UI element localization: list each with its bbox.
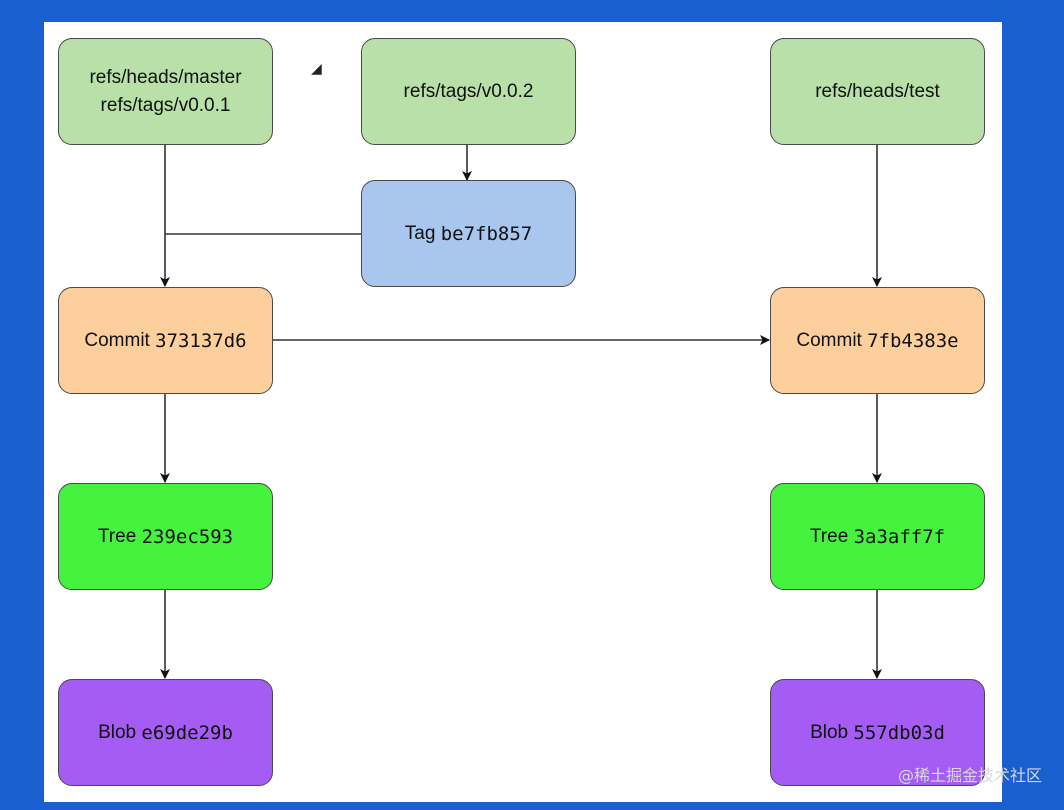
blob-right-hash: 557db03d <box>853 721 945 744</box>
blob-left-hash: e69de29b <box>141 721 233 744</box>
ref-master-node: refs/heads/master refs/tags/v0.0.1 <box>58 38 273 145</box>
commit-right-node: Commit 7fb4383e <box>770 287 985 394</box>
tree-right-prefix: Tree <box>809 525 849 547</box>
ref-master-label: refs/heads/master <box>89 66 242 88</box>
blob-right-prefix: Blob <box>810 721 849 743</box>
commit-left-node: Commit 373137d6 <box>58 287 273 394</box>
tree-right-hash: 3a3aff7f <box>853 525 946 548</box>
tree-right-node: Tree 3a3aff7f <box>770 483 985 590</box>
commit-right-prefix: Commit <box>796 329 862 351</box>
ref-v002-node: refs/tags/v0.0.2 <box>361 38 576 145</box>
blob-right-node: Blob 557db03d <box>770 679 985 786</box>
ref-v002-label: refs/tags/v0.0.2 <box>403 80 534 102</box>
commit-left-prefix: Commit <box>84 329 150 351</box>
tag-node: Tag be7fb857 <box>361 180 576 287</box>
tag-prefix: Tag <box>404 222 436 244</box>
tree-left-prefix: Tree <box>97 525 137 547</box>
diagram-canvas <box>44 22 1002 802</box>
blob-left-node: Blob e69de29b <box>58 679 273 786</box>
tree-left-hash: 239ec593 <box>141 525 234 548</box>
watermark: @稀土掘金技术社区 <box>897 766 1042 785</box>
ref-test-node: refs/heads/test <box>770 38 985 145</box>
blob-left-prefix: Blob <box>98 721 137 743</box>
commit-right-hash: 7fb4383e <box>867 329 959 352</box>
mouse-pointer-icon: ◢ <box>311 60 322 76</box>
ref-test-label: refs/heads/test <box>815 80 940 102</box>
commit-left-hash: 373137d6 <box>155 329 247 352</box>
ref-tag-v001-label: refs/tags/v0.0.1 <box>100 94 231 116</box>
tree-left-node: Tree 239ec593 <box>58 483 273 590</box>
tag-hash: be7fb857 <box>440 222 533 245</box>
